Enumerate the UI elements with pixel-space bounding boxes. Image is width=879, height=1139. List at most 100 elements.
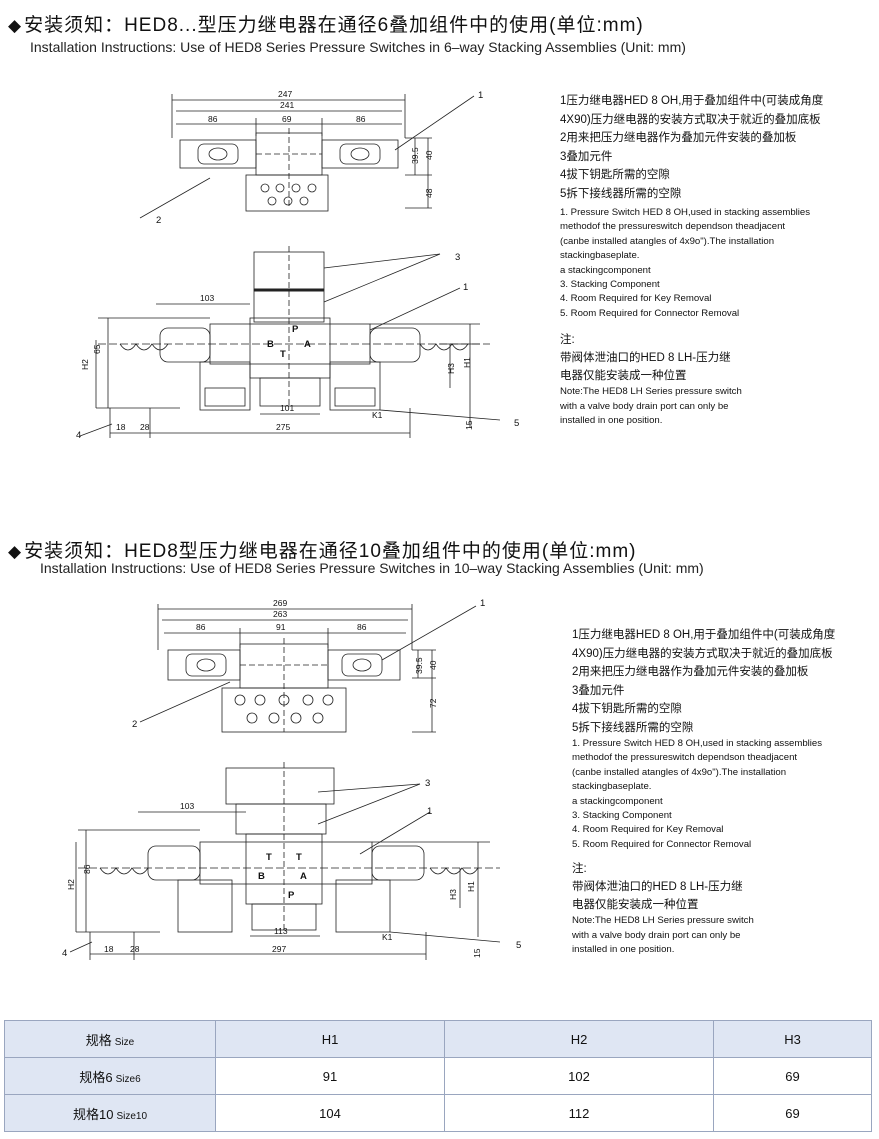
callout-1-top: 1 [480, 598, 485, 609]
row-label-en: Size10 [116, 1110, 148, 1122]
callout-5: 5 [514, 418, 519, 429]
legend-en-line: 3. Stacking Component [560, 279, 660, 291]
port-t-right: T [296, 852, 302, 863]
dim-48: 48 [424, 188, 434, 198]
section2-port-labels: T T B A P [258, 852, 307, 901]
note-en-line: installed in one position. [572, 944, 675, 956]
note-cn-line: 带阀体泄油口的HED 8 LH-压力继 [572, 881, 743, 894]
legend-en-line: a stackingcomponent [560, 264, 651, 276]
dim-65: 65 [92, 344, 102, 354]
note-en-line: Note:The HED8 LH Series pressure switch [572, 915, 754, 927]
row-label-cn: 规格6 [79, 1069, 113, 1085]
port-t-left: T [266, 852, 272, 863]
section2-drawing: 269 263 86 91 86 39.5 40 72 103 86 H2 H3… [62, 598, 521, 960]
diamond-bullet-icon: ◆ [8, 16, 23, 35]
section2-dimension-labels: 269 263 86 91 86 39.5 40 72 103 86 H2 H3… [66, 598, 482, 958]
dim-103: 103 [180, 801, 194, 811]
callout-4: 4 [76, 430, 81, 441]
cell-h1: 104 [215, 1094, 445, 1132]
dim-86-left: 86 [208, 114, 218, 124]
note-label: 注: [572, 863, 587, 876]
section1-legend: 1压力继电器HED 8 OH,用于叠加组件中(可装成角度 4X90)压力继电器的… [560, 92, 823, 428]
dim-40: 40 [428, 660, 438, 670]
dim-275: 275 [276, 422, 290, 432]
callout-1-front: 1 [463, 282, 468, 293]
dim-18: 18 [116, 422, 126, 432]
cell-h3: 69 [713, 1057, 872, 1095]
legend-en-line: 3. Stacking Component [572, 810, 672, 822]
section2-title-cn: ◆安装须知：HED8型压力继电器在通径10叠加组件中的使用(单位:mm) [8, 536, 636, 563]
note-en-line: with a valve body drain port can only be [560, 400, 729, 412]
legend-en-line: 1. Pressure Switch HED 8 OH,used in stac… [572, 738, 823, 749]
section1-title-cn: ◆安装须知：HED8...型压力继电器在通径6叠加组件中的使用(单位:mm) [8, 10, 644, 37]
header-h2: H2 [444, 1020, 714, 1058]
header-size-en: Size [114, 1036, 135, 1048]
legend-cn-line: 2用来把压力继电器作为叠加元件安装的叠加板 [572, 666, 809, 678]
legend-cn-line: 5拆下接线器所需的空隙 [572, 721, 694, 734]
section2-title-text: 安装须知：HED8型压力继电器在通径10叠加组件中的使用(单位:mm) [24, 541, 637, 562]
dim-69: 69 [282, 114, 292, 124]
section2-title-en: Installation Instructions: Use of HED8 S… [40, 560, 704, 576]
dim-86-left-height: 86 [82, 864, 92, 874]
dim-18: 18 [104, 944, 114, 954]
label-h3: H3 [446, 363, 456, 374]
legend-en-line: 5. Room Required for Connector Removal [560, 307, 740, 319]
legend-en-line: methodof the pressureswitch dependson th… [560, 221, 786, 233]
header-h3: H3 [713, 1020, 872, 1058]
legend-en-line: (canbe installed atangles of 4x9o").The … [560, 235, 775, 247]
port-p: P [292, 324, 299, 335]
section1-dimension-labels: 247 241 86 69 86 39.5 40 48 103 65 H2 H3… [80, 89, 474, 432]
label-h3: H3 [448, 889, 458, 900]
legend-cn-line: 3叠加元件 [560, 150, 613, 163]
cell-h1: 91 [215, 1057, 445, 1095]
legend-en-line: 4. Room Required for Key Removal [572, 824, 724, 836]
dim-39-5: 39.5 [410, 147, 420, 164]
section2-legend: 1压力继电器HED 8 OH,用于叠加组件中(可装成角度 4X90)压力继电器的… [572, 626, 835, 957]
label-h2: H2 [80, 359, 90, 370]
section1-port-labels: P B A T [267, 324, 311, 360]
legend-en-line: methodof the pressureswitch dependson th… [572, 752, 798, 764]
note-cn-line: 电器仅能安装成一种位置 [560, 370, 687, 383]
note-cn-line: 电器仅能安装成一种位置 [572, 899, 699, 912]
dim-28: 28 [140, 422, 150, 432]
callout-2: 2 [156, 215, 161, 226]
note-en-line: with a valve body drain port can only be [572, 929, 741, 941]
dim-39-5: 39.5 [414, 657, 424, 674]
callout-4: 4 [62, 948, 67, 959]
diamond-bullet-icon: ◆ [8, 542, 23, 561]
port-p: P [288, 890, 295, 901]
dim-269: 269 [273, 598, 287, 608]
dim-86-right: 86 [357, 622, 367, 632]
legend-en-line: 1. Pressure Switch HED 8 OH,used in stac… [560, 207, 811, 218]
legend-en-line: 5. Room Required for Connector Removal [572, 838, 752, 850]
note-cn-line: 带阀体泄油口的HED 8 LH-压力继 [560, 352, 731, 365]
dim-297: 297 [272, 944, 286, 954]
note-en-line: Note:The HED8 LH Series pressure switch [560, 386, 742, 398]
dim-91: 91 [276, 622, 286, 632]
dim-103: 103 [200, 293, 214, 303]
callout-5: 5 [516, 940, 521, 951]
port-a: A [304, 339, 311, 350]
callout-1-top: 1 [478, 90, 483, 101]
row-label-en: Size6 [115, 1073, 141, 1085]
dim-247: 247 [278, 89, 292, 99]
note-label: 注: [560, 334, 575, 347]
section1-callouts: 1 2 3 1 4 5 [76, 90, 519, 441]
section1-drawing: 247 2 4 1 86 69 86 39.5 40 48 103 65 H2 H3… [76, 89, 519, 441]
dim-86-right: 86 [356, 114, 366, 124]
legend-cn-line: 1压力继电器HED 8 OH,用于叠加组件中(可装成角度 [560, 95, 824, 107]
legend-cn-line: 3叠加元件 [572, 684, 625, 697]
port-a: A [300, 871, 307, 882]
callout-3: 3 [425, 778, 430, 789]
dim-28: 28 [130, 944, 140, 954]
dim-40: 40 [424, 150, 434, 160]
callout-3: 3 [455, 252, 460, 263]
label-h1: H1 [466, 881, 476, 892]
label-h1: H1 [462, 357, 472, 368]
legend-en-line: stackingbaseplate. [560, 250, 640, 262]
